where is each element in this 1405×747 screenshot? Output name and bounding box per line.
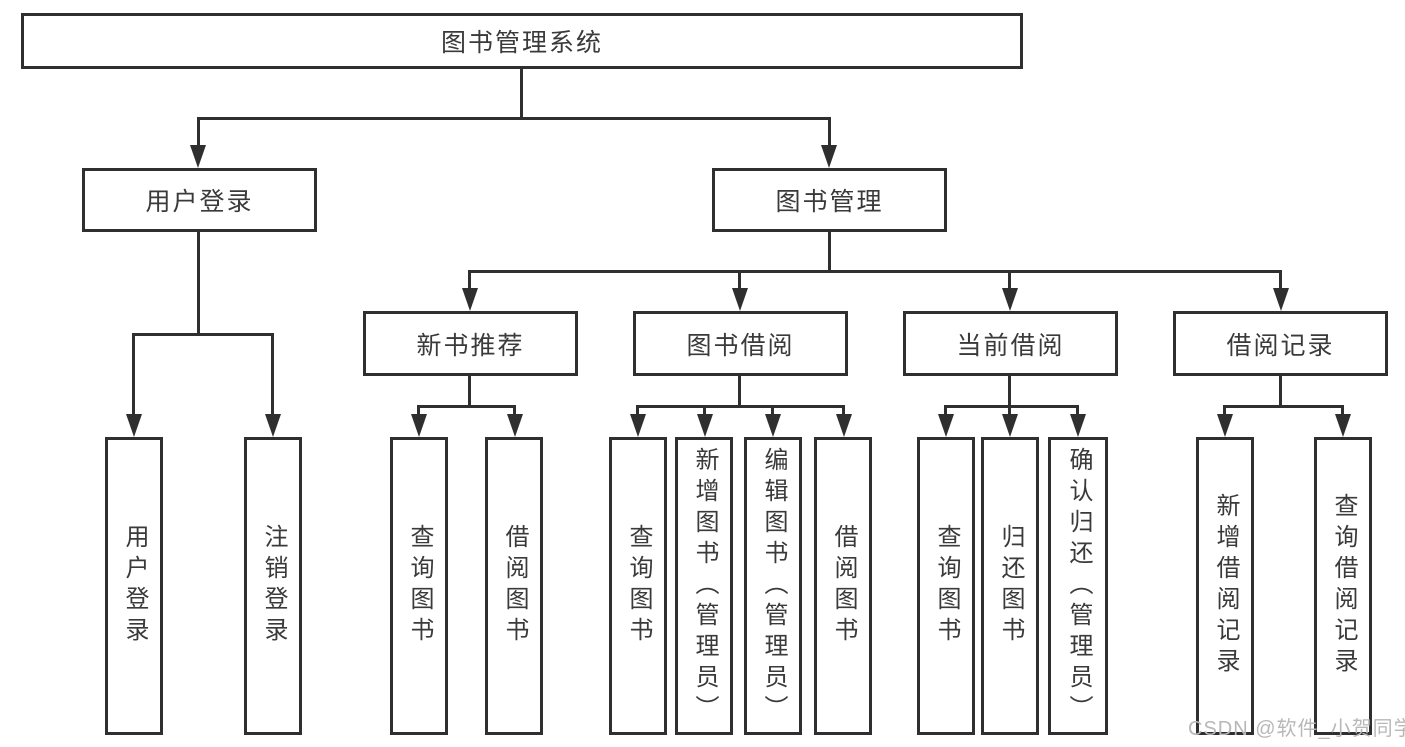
connector-bookmgmt-bar [468,270,1282,273]
arrow-down-icon [265,414,281,437]
connector-bookborrow-stub [738,376,741,408]
arrow-down-icon [507,414,523,437]
node-label: 查询图书 [933,524,960,648]
node-label: 用户登录 [145,188,254,216]
leaf-edit-books-admin: 编辑图书（管理员） [744,437,802,735]
connector-borrowrecords-bar [1223,405,1344,408]
connector-drop-leaf [1223,405,1226,419]
connector-drop-leaf [842,405,845,419]
node-book-management: 图书管理 [712,168,947,232]
node-label: 查询图书 [406,524,433,648]
node-new-book-recommend: 新书推荐 [363,311,578,376]
connector-drop-leaf [636,405,639,419]
connector-drop-leaf [1076,405,1079,419]
leaf-logout: 注销登录 [244,437,302,735]
arrow-down-icon [697,414,713,437]
arrow-down-icon [732,288,748,311]
node-label: 借阅图书 [830,524,857,648]
arrow-down-icon [1070,414,1086,437]
leaf-query-borrow-record: 查询借阅记录 [1314,437,1372,735]
node-label: 当前借阅 [956,331,1065,360]
arrow-down-icon [1273,288,1289,311]
connector-drop-leaf [771,405,774,419]
connector-userlogin-stub [197,232,200,336]
arrow-down-icon [462,288,478,311]
node-label: 新书推荐 [416,331,525,360]
arrow-down-icon [821,145,837,168]
connector-currentborrow-stub [1008,376,1011,408]
connector-drop-leaf [1008,405,1011,419]
node-label: 查询图书 [625,524,652,648]
connector-bookborrow-bar [636,405,845,408]
arrow-down-icon [630,414,646,437]
node-label: 新增图书（管理员） [691,446,718,726]
connector-drop-book-management [828,117,831,149]
arrow-down-icon [938,414,954,437]
connector-drop-user-login [197,117,200,149]
leaf-borrow-books-recommend: 借阅图书 [485,437,543,735]
arrow-down-icon [1335,414,1351,437]
connector-drop-borrowrecords [1279,270,1282,292]
connector-drop-leaf [417,405,420,419]
node-user-login: 用户登录 [82,168,317,232]
leaf-confirm-return-admin: 确认归还（管理员） [1048,437,1108,735]
connector-drop-leaf [944,405,947,419]
arrow-down-icon [126,414,142,437]
connector-bookmgmt-stub [828,232,831,273]
node-current-borrow: 当前借阅 [903,311,1118,376]
connector-newbook-stub [468,376,471,408]
node-label: 确认归还（管理员） [1065,446,1092,726]
node-label: 图书管理系统 [440,29,603,57]
connector-drop-leaf [513,405,516,419]
node-root-library-system: 图书管理系统 [21,13,1023,69]
leaf-query-books-recommend: 查询图书 [390,437,448,735]
connector-borrowrecords-stub [1279,376,1282,408]
leaf-user-login: 用户登录 [105,437,163,735]
connector-root-stub [520,69,523,119]
connector-drop-leaf [703,405,706,419]
arrow-down-icon [765,414,781,437]
node-label: 借阅图书 [501,524,528,648]
node-label: 归还图书 [997,524,1024,648]
csdn-watermark: CSDN @软件_小贺同学 [1188,718,1405,740]
node-label: 查询借阅记录 [1330,493,1357,679]
node-label: 图书管理 [775,188,884,216]
node-label: 编辑图书（管理员） [760,446,787,726]
arrow-down-icon [190,145,206,168]
connector-drop-leaf [271,333,274,417]
connector-drop-bookborrow [738,270,741,292]
connector-userlogin-bar [132,333,274,336]
node-label: 用户登录 [121,524,148,648]
leaf-borrow-books: 借阅图书 [814,437,872,735]
arrow-down-icon [1002,414,1018,437]
connector-currentborrow-bar [944,405,1079,408]
node-label: 图书借阅 [686,331,795,360]
leaf-return-books: 归还图书 [981,437,1039,735]
arrow-down-icon [1217,414,1233,437]
leaf-query-books-borrow: 查询图书 [609,437,667,735]
leaf-query-books-current: 查询图书 [917,437,975,735]
arrow-down-icon [1002,288,1018,311]
leaf-add-books-admin: 新增图书（管理员） [675,437,733,735]
arrow-down-icon [836,414,852,437]
node-book-borrow: 图书借阅 [633,311,848,376]
connector-drop-leaf [1341,405,1344,419]
arrow-down-icon [411,414,427,437]
node-borrow-records: 借阅记录 [1173,311,1388,376]
connector-newbook-bar [417,405,516,408]
connector-drop-newbook [468,270,471,292]
connector-drop-leaf [132,333,135,417]
node-label: 借阅记录 [1226,331,1335,360]
node-label: 新增借阅记录 [1212,493,1239,679]
node-label: 注销登录 [260,524,287,648]
leaf-add-borrow-record: 新增借阅记录 [1196,437,1254,735]
connector-root-bar [197,117,831,120]
connector-drop-currentborrow [1008,270,1011,292]
